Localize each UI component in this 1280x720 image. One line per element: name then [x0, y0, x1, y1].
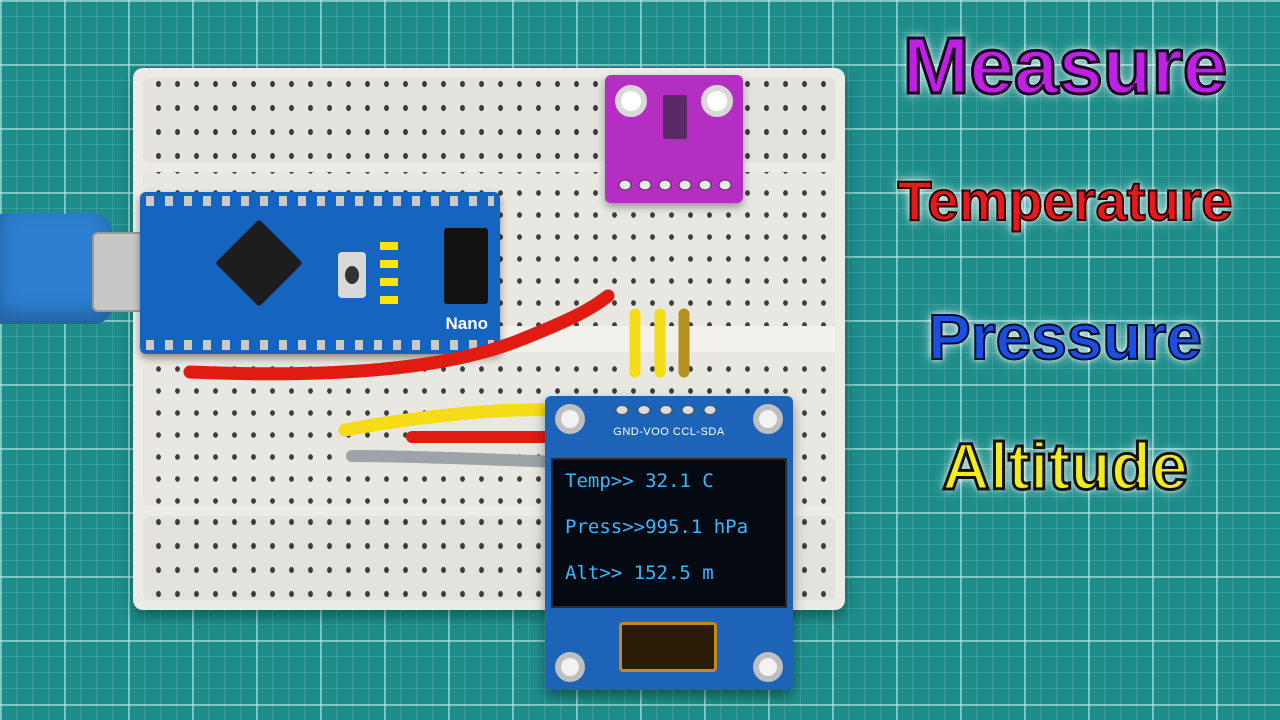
headline-temperature: Temperature	[896, 168, 1233, 233]
oled-screen: Temp>> 32.1 C Press>>995.1 hPa Alt>> 152…	[551, 458, 787, 608]
nano-label: Nano	[445, 314, 489, 333]
oled-mount-hole-tr	[753, 404, 783, 434]
yellow-wire-oled	[338, 403, 567, 437]
headline-pressure: Pressure	[927, 300, 1203, 374]
oled-pressure-line: Press>>995.1 hPa	[565, 516, 749, 538]
headline-altitude: Altitude	[941, 428, 1190, 505]
icsp-header	[444, 228, 488, 304]
sensor-chip	[663, 95, 687, 139]
gray-wire-oled	[346, 450, 566, 468]
nano-top-pins	[146, 196, 494, 206]
oled-altitude-line: Alt>> 152.5 m	[565, 562, 714, 584]
oled-mount-hole-br	[753, 652, 783, 682]
red-wire-long	[183, 289, 615, 381]
oled-mount-hole-bl	[555, 652, 585, 682]
reset-button	[338, 252, 366, 298]
status-leds	[380, 242, 398, 304]
oled-ribbon-cable	[619, 622, 717, 672]
oled-mount-hole-tl	[555, 404, 585, 434]
oled-display-module: GND-VOO CCL-SDA Temp>> 32.1 C Press>>995…	[545, 396, 793, 690]
oled-pin-label: GND-VOO CCL-SDA	[613, 426, 725, 438]
nano-bottom-pins	[146, 340, 494, 350]
oled-pin-row	[611, 402, 721, 418]
sensor-mount-hole-right	[701, 85, 733, 117]
sensor-mount-hole-left	[615, 85, 647, 117]
bmp280-sensor-module	[605, 75, 743, 203]
sensor-pins	[615, 177, 733, 193]
oled-temp-line: Temp>> 32.1 C	[565, 470, 714, 492]
headline-measure: Measure	[901, 20, 1229, 112]
arduino-nano-board: Nano	[140, 192, 500, 354]
